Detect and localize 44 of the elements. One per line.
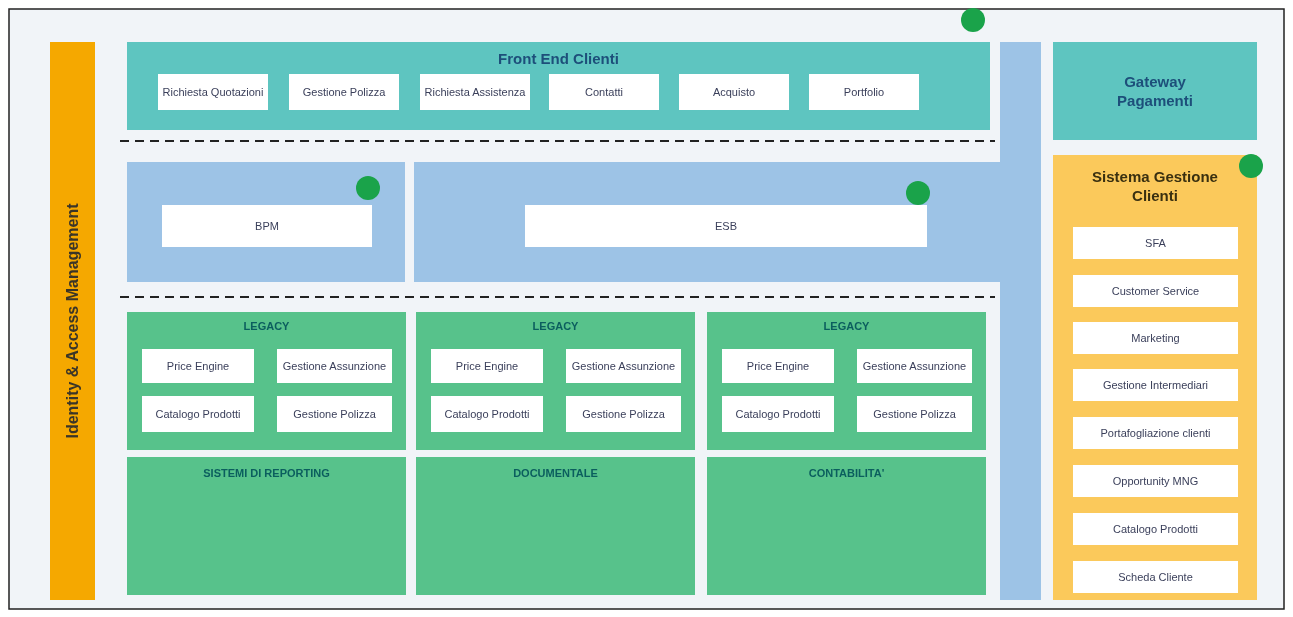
component-box: Gestione Intermediari bbox=[1073, 369, 1238, 401]
group-panel bbox=[127, 42, 990, 130]
component-box: Richiesta Quotazioni bbox=[158, 74, 268, 110]
side-bar bbox=[50, 42, 95, 600]
system-block: Gateway Pagamenti bbox=[1053, 42, 1257, 140]
group-panel bbox=[127, 312, 406, 450]
component-box: Catalogo Prodotti bbox=[1073, 513, 1238, 545]
component-box: Gestione Polizza bbox=[566, 396, 681, 432]
component-box: Catalogo Prodotti bbox=[431, 396, 543, 432]
panel-title: Sistema Gestione Clienti bbox=[1091, 167, 1219, 205]
component-box: Customer Service bbox=[1073, 275, 1238, 307]
component-box: Gestione Polizza bbox=[289, 74, 399, 110]
panel-title: LEGACY bbox=[822, 320, 871, 332]
component-box: Opportunity MNG bbox=[1073, 465, 1238, 497]
panel-title: LEGACY bbox=[531, 320, 580, 332]
component-box: Price Engine bbox=[142, 349, 254, 383]
component-box: Richiesta Assistenza bbox=[420, 74, 530, 110]
component-box: Catalogo Prodotti bbox=[722, 396, 834, 432]
component-box: Marketing bbox=[1073, 322, 1238, 354]
component-box: Gestione Assunzione bbox=[857, 349, 972, 383]
component-box: Gestione Assunzione bbox=[277, 349, 392, 383]
component-box: BPM bbox=[162, 205, 372, 247]
panel-title: Front End Clienti bbox=[497, 50, 620, 67]
component-box: Portfolio bbox=[809, 74, 919, 110]
system-panel: CONTABILITA' bbox=[707, 457, 986, 595]
group-panel bbox=[707, 312, 986, 450]
component-box: Price Engine bbox=[431, 349, 543, 383]
component-box: Price Engine bbox=[722, 349, 834, 383]
component-box: Acquisto bbox=[679, 74, 789, 110]
component-box: Gestione Assunzione bbox=[566, 349, 681, 383]
component-box: Contatti bbox=[549, 74, 659, 110]
component-box: Catalogo Prodotti bbox=[142, 396, 254, 432]
panel-title: LEGACY bbox=[242, 320, 291, 332]
group-panel bbox=[1053, 155, 1257, 600]
system-panel: SISTEMI DI REPORTING bbox=[127, 457, 406, 595]
group-panel bbox=[416, 312, 695, 450]
system-panel: DOCUMENTALE bbox=[416, 457, 695, 595]
component-box: ESB bbox=[525, 205, 927, 247]
component-box: Gestione Polizza bbox=[277, 396, 392, 432]
component-box: SFA bbox=[1073, 227, 1238, 259]
component-box: Scheda Cliente bbox=[1073, 561, 1238, 593]
bar-title: Identity & Access Management bbox=[63, 203, 82, 439]
component-box: Gestione Polizza bbox=[857, 396, 972, 432]
component-box: Portafogliazione clienti bbox=[1073, 417, 1238, 449]
